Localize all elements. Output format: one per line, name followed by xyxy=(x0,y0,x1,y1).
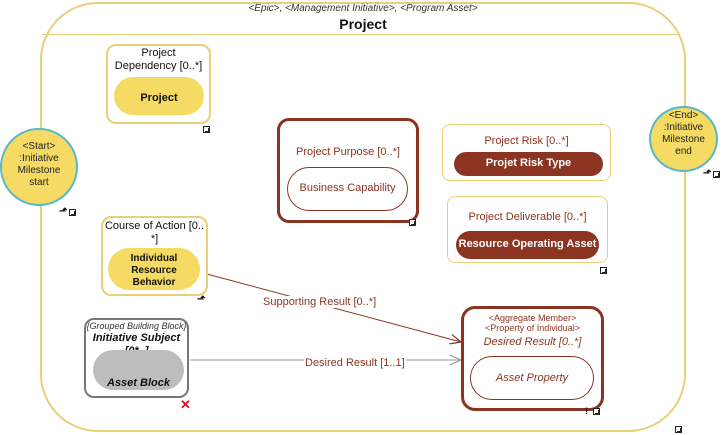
course-of-action-label-1: Course of Action [0.. xyxy=(104,220,205,232)
project-stereotypes: <Epic>, <Management Initiative>, <Progra… xyxy=(248,3,478,14)
project-container[interactable] xyxy=(40,2,686,432)
project-expand-icon[interactable] xyxy=(675,426,682,433)
end-node-name-1: :Initiative xyxy=(663,122,704,133)
desired-result-expand-icon[interactable] xyxy=(593,408,600,415)
project-purpose-inner[interactable] xyxy=(287,167,408,211)
start-node-stereotype: <Start> xyxy=(22,141,56,152)
desired-result-connector-label: Desired Result [1..1] xyxy=(304,357,406,369)
end-node[interactable] xyxy=(649,106,718,172)
start-up-arrow-icon[interactable]: ⬏ xyxy=(59,206,68,217)
initiative-subject-inner-label: Asset Block xyxy=(107,377,170,389)
start-node[interactable] xyxy=(0,128,78,206)
course-of-action-inner-label-2: Resource xyxy=(131,265,177,276)
course-of-action-inner[interactable] xyxy=(108,248,200,290)
end-expand-icon[interactable] xyxy=(713,171,720,178)
project-deliverable-inner[interactable] xyxy=(456,231,599,259)
project-purpose-label: Project Purpose [0..*] xyxy=(296,146,400,158)
project-title: Project xyxy=(339,16,387,32)
initiative-subject-inner[interactable] xyxy=(93,350,184,390)
initiative-subject-label-1: Initiative Subject xyxy=(92,332,181,344)
desired-result-exclamation-icon: ! xyxy=(585,406,588,416)
start-node-name-2: Milestone xyxy=(17,165,61,176)
supporting-result-label: Supporting Result [0..*] xyxy=(262,296,378,308)
end-node-name-2: Milestone xyxy=(662,134,705,145)
start-node-name-1: :Initiative xyxy=(19,153,59,164)
desired-result-label: Desired Result [0..*] xyxy=(483,336,582,348)
project-dependency-inner[interactable] xyxy=(114,77,204,115)
project-deliverable-expand-icon[interactable] xyxy=(600,267,607,274)
desired-result-stereotype-2: <Property of Individual> xyxy=(484,323,581,333)
course-of-action-inner-label-3: Behavior xyxy=(132,277,176,288)
project-deliverable-label: Project Deliverable [0..*] xyxy=(468,211,587,223)
project-purpose-expand-icon[interactable] xyxy=(409,219,416,226)
course-of-action-label-2: *] xyxy=(150,233,159,245)
project-dependency-label-2: Dependency [0..*] xyxy=(114,60,203,72)
project-dependency-inner-label: Project xyxy=(140,92,178,104)
project-dependency-label-1: Project xyxy=(141,47,176,59)
project-risk-label: Project Risk [0..*] xyxy=(484,135,569,147)
end-up-arrow-icon[interactable]: ⬏ xyxy=(703,168,712,179)
project-title-divider xyxy=(42,34,679,35)
start-node-name-3: start xyxy=(29,177,49,188)
course-of-action-up-arrow-icon[interactable]: ⬏ xyxy=(197,294,206,305)
end-node-name-3: end xyxy=(675,146,692,157)
initiative-subject-stereotype: {Grouped Building Block} xyxy=(86,321,187,331)
desired-result-inner[interactable] xyxy=(470,356,594,400)
project-purpose-inner-label: Business Capability xyxy=(299,182,396,194)
project-deliverable-inner-label: Resource Operating Asset xyxy=(458,238,597,250)
project-dependency-expand-icon[interactable] xyxy=(203,126,210,133)
delete-icon[interactable]: ✕ xyxy=(180,397,191,412)
desired-result-stereotype-1: <Aggregate Member> xyxy=(488,313,577,323)
project-risk-inner-label: Projet Risk Type xyxy=(485,157,572,169)
desired-result-inner-label: Asset Property xyxy=(495,372,569,384)
end-node-stereotype: <End> xyxy=(668,110,699,121)
start-expand-icon[interactable] xyxy=(69,209,76,216)
project-risk-inner[interactable] xyxy=(454,152,603,176)
course-of-action-inner-label-1: Individual xyxy=(130,253,178,264)
